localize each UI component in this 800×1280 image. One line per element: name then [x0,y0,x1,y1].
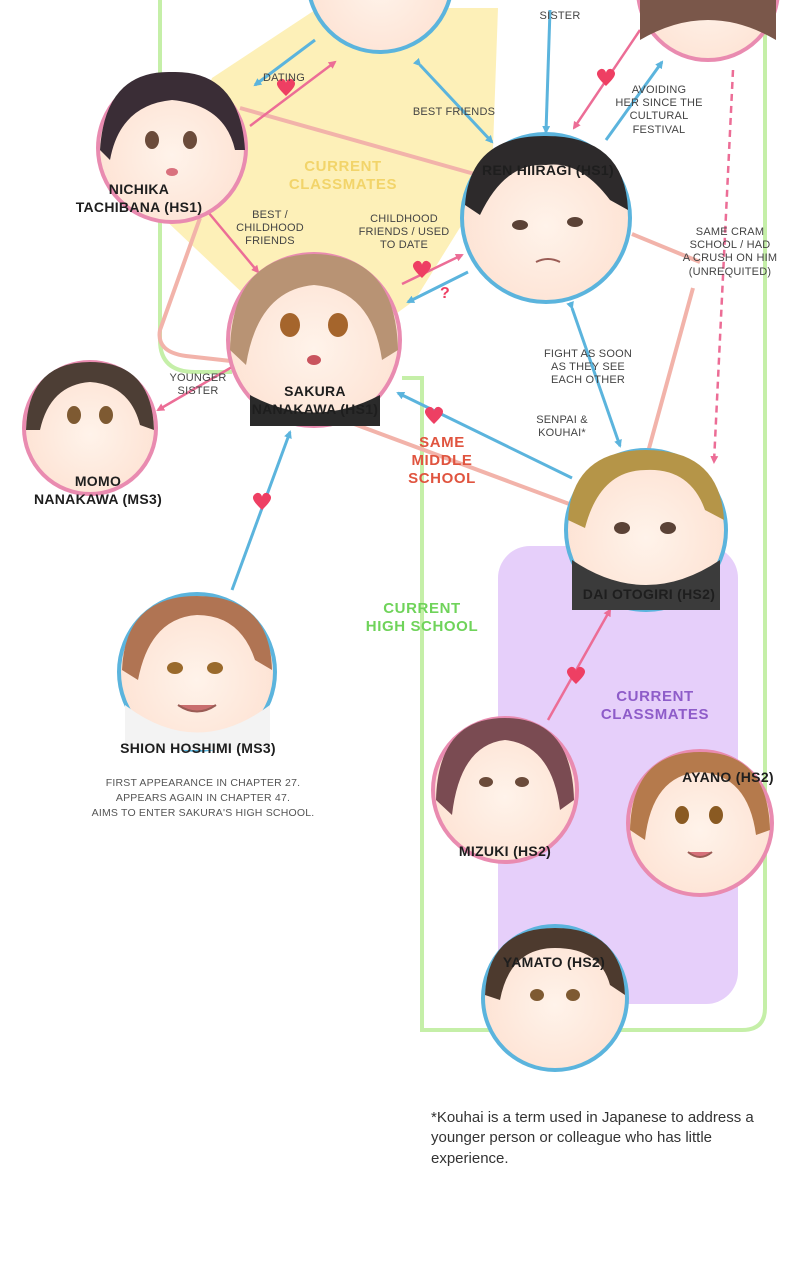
nichika-momo-line [157,217,241,364]
heart-icon [252,492,272,510]
group-label-same-middle-school: SAME MIDDLE SCHOOL [408,434,476,487]
avoiding-arrow [604,60,664,141]
dating-arrow-back [253,38,316,87]
relation-label-best-friends: BEST FRIENDS [412,106,496,118]
name-label-mizuki: MIZUKI (HS2) [458,843,552,859]
name-label-ayano: AYANO (HS2) [682,769,774,785]
blue-arrows [230,9,664,591]
relation-label-younger-sister: YOUNGER SISTER [169,372,227,398]
childhood-arrow [401,253,464,286]
group-label-current-high-school: CURRENT HIGH SCHOOL [365,600,479,635]
shion-note: FIRST APPEARANCE IN CHAPTER 27. APPEARS … [91,777,315,820]
group-label-current-classmates-hs1: CURRENT CLASSMATES [288,158,398,193]
name-label-sakura: SAKURA NANAKAWA (HS1) [251,383,379,418]
portrait-shion [117,592,277,752]
name-label-dai: DAI OTOGIRI (HS2) [582,586,716,602]
portrait-top-right [636,0,780,62]
relation-label-dating: DATING [263,72,305,84]
relation-label-cram-school: SAME CRAM SCHOOL / HAD A CRUSH ON HIM (U… [682,226,778,278]
group-label-current-classmates-hs2: CURRENT CLASSMATES [600,688,710,723]
fight-arrow [566,301,622,448]
portrait-yamato [481,924,629,1072]
portrait-ren [460,132,632,304]
portrait-momo [22,360,158,496]
younger-sister-arrow [156,365,233,412]
cram-crush-arrow [710,69,735,464]
best-childhood-arrow [201,204,260,274]
name-label-nichika: NICHIKA TACHIBANA (HS1) [75,181,203,216]
portrait-sakura [226,252,402,428]
current-high-school-outline-bottom [402,0,767,1032]
sakura-dai-line [329,413,573,507]
relation-label-sister: SISTER [539,10,581,22]
best-friends-arrow-a [412,57,494,144]
cram-dai-line [646,287,695,453]
name-label-ren: REN HIIRAGI (HS1) [482,162,614,178]
childhood-arrow-back [406,270,469,304]
portrait-nichika [96,71,248,224]
name-label-yamato: YAMATO (HS2) [502,954,606,970]
senpai-arrow [396,391,573,480]
relation-label-best-childhood: BEST / CHILDHOOD FRIENDS [236,209,304,248]
name-label-momo: MOMO NANAKAWA (MS3) [33,473,163,508]
relation-label-avoiding: AVOIDING HER SINCE THE CULTURAL FESTIVAL [615,84,703,136]
ren-dai-cram-line [631,232,701,264]
sister-arrow [542,9,552,134]
relation-label-childhood-used-to-date: CHILDHOOD FRIENDS / USED TO DATE [358,213,450,252]
portrait-mizuki [431,716,579,864]
shion-arrow [230,430,292,591]
dating-arrow [249,60,337,127]
portrait-dai [564,448,728,612]
portrait-ayano [626,749,774,897]
footnote: *Kouhai is a term used in Japanese to ad… [431,1109,754,1167]
name-label-shion: SHION HOSHIMI (MS3) [120,740,276,756]
relation-label-senpai-kouhai: SENPAI & KOUHAI* [536,414,588,440]
salmon-connectors [157,106,701,507]
portrait-top-center [308,0,452,54]
relation-label-fight: FIGHT AS SOON AS THEY SEE EACH OTHER [544,348,632,387]
nichika-ren-line [239,106,479,177]
mizuki-dai-arrow [546,608,612,721]
question-mark-icon: ? [440,285,450,302]
